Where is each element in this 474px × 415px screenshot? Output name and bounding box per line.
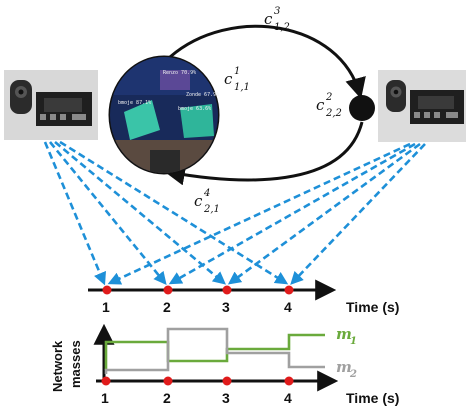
mass-marker-3 <box>222 376 232 386</box>
series-m2-line <box>104 327 325 374</box>
svg-text:3: 3 <box>274 6 280 17</box>
mass-tick-4: 4 <box>284 390 292 406</box>
svg-text:m: m <box>336 325 352 343</box>
self-loop-label: c 1 1,1 <box>224 66 250 93</box>
svg-text:c: c <box>316 96 325 114</box>
mass-tick-1: 1 <box>101 390 109 406</box>
svg-text:c: c <box>264 10 273 28</box>
arrow-left-t2 <box>48 141 167 286</box>
svg-text:c: c <box>224 70 233 88</box>
bottom-edge-label: c 4 2,1 <box>194 188 220 215</box>
node-2-dot <box>349 95 375 121</box>
overlay-label-0: Renzo 70.9% <box>163 70 196 76</box>
arrow-left-t4 <box>59 140 289 285</box>
event-marker-2 <box>163 285 173 295</box>
mass-marker-1 <box>101 376 111 386</box>
arrow-left-t1 <box>43 141 106 286</box>
overlay-label-1: Zonde 67.9% <box>186 92 219 98</box>
arrow-right-t1 <box>107 142 411 285</box>
event-marker-4 <box>284 285 294 295</box>
mass-ylabel-line1: Network <box>50 340 65 392</box>
timeline-axis-title: Time (s) <box>346 299 399 315</box>
svg-text:1: 1 <box>234 66 240 77</box>
timeline-tick-4: 4 <box>284 299 292 315</box>
edge-2-to-1 <box>163 121 364 186</box>
arrow-right-t2 <box>168 142 416 285</box>
timeline-tick-2: 2 <box>163 299 171 315</box>
top-edge-label: c 3 1,2 <box>264 6 290 33</box>
mass-marker-4 <box>284 376 294 386</box>
timeline-tick-1: 1 <box>102 299 110 315</box>
overlay-label-3: bmoje 63.6% <box>178 106 211 112</box>
right-device-image <box>378 70 466 142</box>
right-node-label: c 2 2,2 <box>316 92 342 119</box>
svg-text:1,2: 1,2 <box>274 22 290 33</box>
svg-text:2,2: 2,2 <box>325 108 342 119</box>
left-device-image <box>4 70 98 140</box>
svg-text:c: c <box>194 192 203 210</box>
svg-text:2,1: 2,1 <box>203 204 220 215</box>
mass-axis-title: Time (s) <box>346 390 399 406</box>
node-1-screen: Renzo 70.9% Zonde 67.9% bmoje 87.1% bmoj… <box>108 55 220 175</box>
svg-text:m: m <box>336 358 352 376</box>
overlay-label-2: bmoje 87.1% <box>118 100 151 106</box>
svg-text:2: 2 <box>325 92 332 103</box>
mass-tick-2: 2 <box>163 390 171 406</box>
svg-text:2: 2 <box>349 369 357 380</box>
mass-plot: 1 2 3 4 Time (s) Network masses m 1 m 2 <box>50 323 399 406</box>
mass-marker-2 <box>163 376 173 386</box>
event-arrows <box>43 140 426 286</box>
svg-text:1,1: 1,1 <box>234 82 250 93</box>
legend-m1: m 1 <box>336 325 357 347</box>
timeline-axis: 1 2 3 4 Time (s) <box>88 279 399 315</box>
edge-1-to-2 <box>169 24 366 100</box>
mass-ylabel-line2: masses <box>68 340 83 388</box>
event-marker-1 <box>102 285 112 295</box>
timeline-tick-3: 3 <box>222 299 230 315</box>
arrow-right-t3 <box>227 142 421 285</box>
svg-text:4: 4 <box>203 188 210 199</box>
svg-text:1: 1 <box>350 336 357 347</box>
legend-m2: m 2 <box>336 358 357 380</box>
series-m1-line <box>104 333 325 370</box>
event-marker-3 <box>222 285 232 295</box>
arrow-right-t4 <box>290 143 426 285</box>
mass-tick-3: 3 <box>222 390 230 406</box>
arrow-left-t3 <box>54 141 226 285</box>
